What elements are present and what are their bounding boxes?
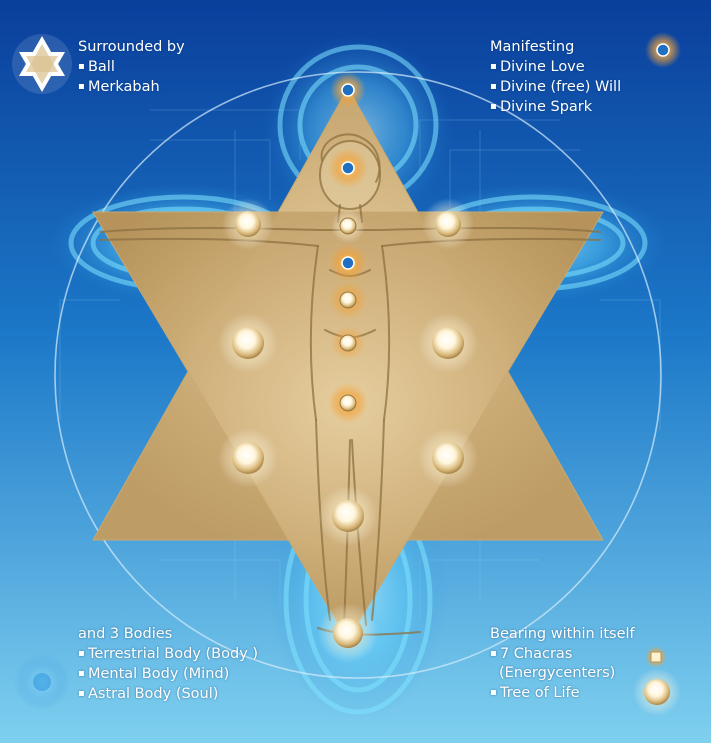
glowing-sphere-icon	[318, 603, 378, 663]
caption-item: Mental Body (Mind)	[78, 664, 258, 684]
chakra-node-icon	[330, 72, 366, 108]
caption-item: Divine Spark	[490, 97, 621, 117]
caption-item: Divine Love	[490, 57, 621, 77]
chakra-node-icon	[645, 32, 681, 68]
chakra-node-icon	[329, 244, 367, 282]
glowing-sphere-icon	[328, 383, 368, 423]
caption-item: Astral Body (Soul)	[78, 684, 258, 704]
caption-item: Terrestrial Body (Body )	[78, 644, 258, 664]
caption-item: 7 Chacras	[490, 644, 635, 664]
light-spheres	[218, 198, 478, 663]
glowing-sphere-icon	[329, 281, 367, 319]
caption-item: Merkabah	[78, 77, 185, 97]
square-node-icon	[645, 646, 667, 668]
caption-item: Ball	[78, 57, 185, 77]
glowing-sphere-icon	[418, 313, 478, 373]
caption-heading: Surrounded by	[78, 39, 185, 55]
caption-item: (Energycenters)	[499, 665, 616, 681]
caption-heading: and 3 Bodies	[78, 626, 173, 642]
blue-glow-icon	[14, 654, 70, 710]
caption-bearing-within: Bearing within itself 7 Chacras (Energyc…	[490, 625, 635, 703]
chakra-column	[328, 72, 368, 423]
glowing-sphere-icon	[222, 198, 274, 250]
glowing-sphere-icon	[422, 198, 474, 250]
star-of-david-icon	[12, 34, 72, 94]
glowing-sphere-icon	[633, 668, 681, 716]
caption-heading: Manifesting	[490, 39, 575, 55]
caption-manifesting: Manifesting Divine Love Divine (free) Wi…	[490, 38, 621, 117]
chakra-node-icon	[328, 148, 368, 188]
caption-three-bodies: and 3 Bodies Terrestrial Body (Body ) Me…	[78, 625, 258, 704]
glowing-sphere-icon	[218, 313, 278, 373]
enclosing-ball	[54, 71, 662, 679]
glowing-sphere-icon	[418, 428, 478, 488]
caption-item: Divine (free) Will	[490, 77, 621, 97]
glowing-sphere-icon	[318, 486, 378, 546]
glowing-sphere-icon	[331, 209, 365, 243]
glowing-sphere-icon	[331, 326, 365, 360]
caption-item: Tree of Life	[490, 683, 635, 703]
glowing-sphere-icon	[218, 428, 278, 488]
caption-surrounded-by: Surrounded by Ball Merkabah	[78, 38, 185, 97]
caption-heading: Bearing within itself	[490, 626, 635, 642]
